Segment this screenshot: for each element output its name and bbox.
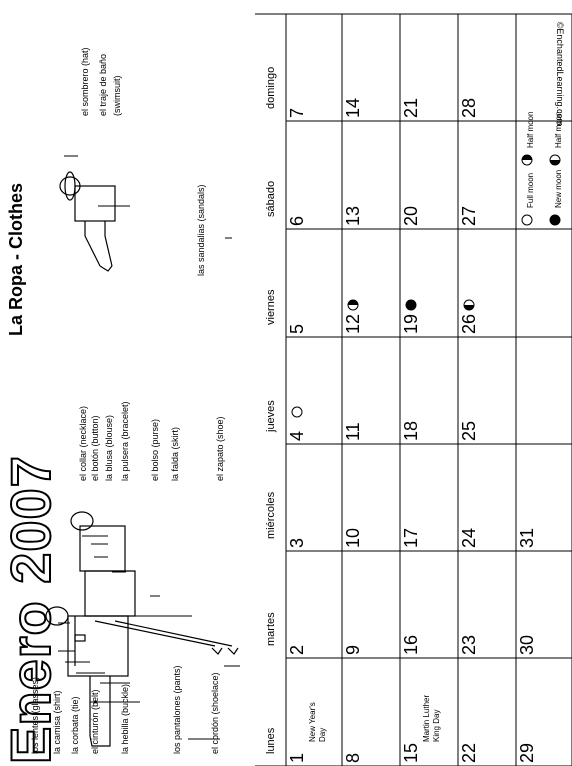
day-number: 19 (401, 313, 421, 334)
day-cell[interactable]: 16 (400, 551, 458, 658)
woman-head (70, 511, 94, 531)
day-number: 3 (287, 537, 307, 548)
day-cell[interactable]: 2 (286, 551, 342, 658)
day-number: 8 (343, 752, 363, 763)
day-name-miércoles: miércoles (265, 491, 277, 539)
day-cell[interactable]: 9 (342, 551, 400, 658)
moon-legend-item: Full moon (520, 173, 538, 226)
day-name-domingo: domingo (265, 66, 277, 109)
half-waxing-moon-icon (462, 299, 475, 311)
holiday-note: Day (318, 727, 327, 742)
day-number: 1 (287, 752, 307, 763)
day-number: 23 (459, 634, 479, 655)
day-name-jueves: jueves (265, 400, 277, 432)
day-cell[interactable]: 4 (286, 337, 342, 444)
day-number: 9 (343, 644, 363, 655)
day-cell[interactable]: 19 (400, 229, 458, 337)
day-cell[interactable]: 31 (516, 444, 572, 551)
half-waning-moon-icon (520, 154, 538, 166)
day-cell[interactable]: 8 (342, 658, 400, 766)
moon-legend-label: Full moon (526, 172, 536, 208)
day-number: 16 (401, 634, 421, 655)
day-name-viernes: viernes (265, 289, 277, 325)
half-waning-moon-icon (346, 299, 359, 311)
day-cell[interactable]: 17 (400, 444, 458, 551)
day-number: 31 (517, 527, 537, 548)
day-number: 5 (287, 323, 307, 334)
day-cell[interactable]: 24 (458, 444, 516, 551)
day-name-lunes: lunes (265, 727, 277, 754)
moon-legend-item: Half moon (548, 112, 566, 166)
holiday-note: King Day (432, 709, 441, 742)
clothes-illustration (45, 155, 240, 747)
day-cell[interactable]: 11 (342, 337, 400, 444)
sandals (99, 265, 113, 272)
day-cell[interactable]: 28 (458, 14, 516, 121)
day-cell[interactable]: 10 (342, 444, 400, 551)
day-number: 18 (401, 420, 421, 441)
day-number: 14 (343, 97, 363, 118)
day-cell[interactable]: 21 (400, 14, 458, 121)
day-number: 2 (287, 644, 307, 655)
day-number: 25 (459, 420, 479, 441)
moon-legend-label: Half moon (526, 111, 536, 148)
day-cell[interactable]: 18 (400, 337, 458, 444)
day-number: 26 (459, 313, 479, 334)
day-number: 28 (459, 97, 479, 118)
day-cell[interactable]: 5 (286, 229, 342, 337)
day-cell[interactable]: 30 (516, 551, 572, 658)
holiday-note: Martin Luther (422, 694, 431, 742)
moon-legend-item: Half moon (520, 112, 538, 166)
day-cell[interactable]: 14 (342, 14, 400, 121)
day-number: 29 (517, 742, 537, 763)
day-number: 30 (517, 634, 537, 655)
half-waxing-moon-icon (548, 154, 566, 166)
day-number: 7 (287, 107, 307, 118)
day-name-martes: martes (265, 612, 277, 646)
day-number: 17 (401, 527, 421, 548)
full-moon-icon (520, 214, 538, 226)
copyright-text: ©EnchantedLearning.com (555, 21, 565, 126)
day-number: 15 (401, 742, 421, 763)
day-number: 10 (343, 527, 363, 548)
day-number: 13 (343, 205, 363, 226)
day-cell[interactable]: 26 (458, 229, 516, 337)
moon-legend-item: New moon (548, 170, 566, 226)
day-number: 20 (401, 205, 421, 226)
new-moon-icon (404, 299, 417, 311)
day-number: 11 (343, 422, 363, 441)
holiday-note: New Year's (308, 702, 317, 742)
swimsuit (74, 185, 116, 222)
day-number: 22 (459, 742, 479, 763)
day-number: 27 (459, 205, 479, 226)
day-number: 12 (343, 313, 363, 334)
day-cell[interactable]: 12 (342, 229, 400, 337)
man-buckle (74, 634, 86, 642)
day-cell[interactable]: 6 (286, 121, 342, 229)
day-cell[interactable]: 27 (458, 121, 516, 229)
day-number: 24 (459, 527, 479, 548)
day-cell[interactable]: 22 (458, 658, 516, 766)
day-cell[interactable]: 20 (400, 121, 458, 229)
day-cell[interactable]: 7 (286, 14, 342, 121)
day-cell[interactable]: 23 (458, 551, 516, 658)
day-number: 6 (287, 215, 307, 226)
day-number: 4 (287, 430, 307, 441)
day-cell[interactable]: 3 (286, 444, 342, 551)
day-cell[interactable]: 25 (458, 337, 516, 444)
day-name-sábado: sábado (265, 180, 277, 217)
day-number: 21 (401, 97, 421, 118)
moon-legend-label: New moon (554, 169, 564, 208)
day-cell[interactable]: 29 (516, 658, 572, 766)
full-moon-icon (290, 406, 303, 418)
new-moon-icon (548, 214, 566, 226)
day-cell[interactable]: 13 (342, 121, 400, 229)
